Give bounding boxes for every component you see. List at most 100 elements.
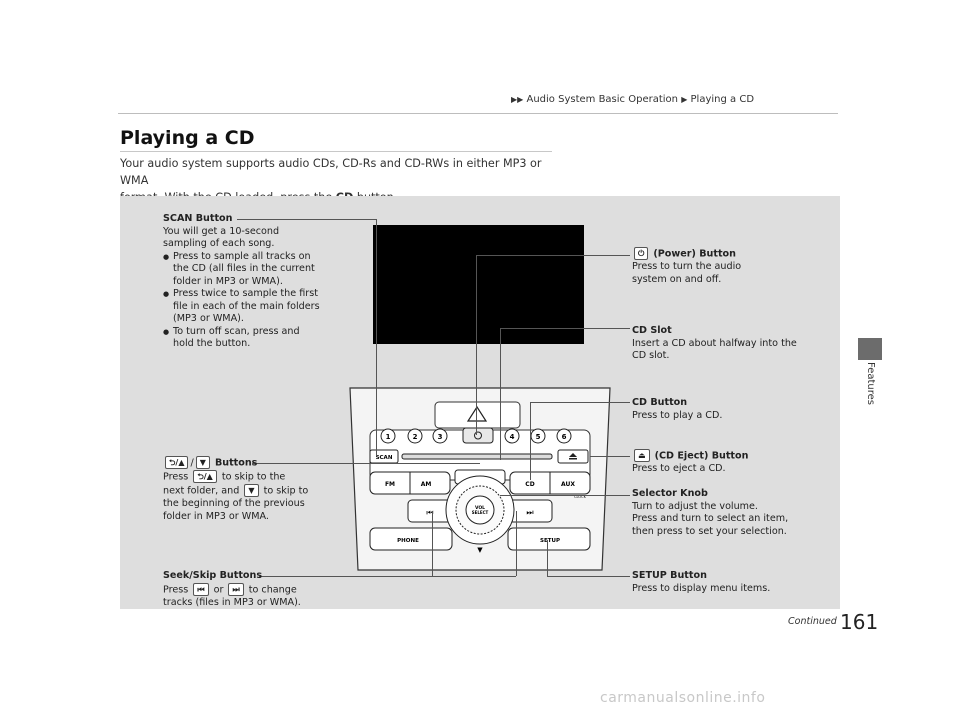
seek-back-icon: ⏮ [426, 508, 433, 517]
setup-callout-title: SETUP Button [632, 570, 707, 581]
audio-unit-illustration: 1 2 3 4 5 6 SCAN FM AM CD AUX CLOCK ⏮ ⏭ … [349, 387, 611, 571]
scan-bullet: To turn off scan, press and hold the but… [163, 326, 323, 351]
folder-callout-text: to skip to the [221, 471, 286, 483]
cd-slot-callout-text: Insert a CD about halfway into the [632, 337, 797, 349]
preset-5-button [530, 428, 546, 444]
skip-forward-icon: ⏭ [228, 582, 244, 596]
power-icon: ⏻ [634, 247, 649, 260]
preset-1-label: 1 [386, 433, 391, 441]
eject-icon [569, 453, 577, 457]
selector-knob-callout-text: then press to set your selection. [632, 525, 787, 537]
intro-line-1: Your audio system supports audio CDs, CD… [120, 157, 542, 187]
preset-3-button [432, 428, 448, 444]
breadcrumb-arrow-icon: ▶ [681, 95, 688, 104]
seek-callout: Seek/Skip Buttons Press ⏮ or ⏭ to change… [163, 570, 328, 609]
seek-callout-title: Seek/Skip Buttons [163, 570, 263, 581]
page-title: Playing a CD [120, 127, 255, 149]
title-divider [120, 151, 552, 152]
seek-callout-text: tracks (files in MP3 or WMA). [163, 596, 301, 608]
scan-label: SCAN [376, 455, 393, 461]
preset-1-button [380, 428, 396, 444]
selector-knob-callout-text: Press and turn to select an item, [632, 513, 789, 524]
cd-slot-callout: CD Slot Insert a CD about halfway into t… [632, 325, 832, 363]
folder-callout-text: the beginning of the previous [163, 498, 305, 509]
clock-label: CLOCK [574, 495, 586, 499]
setup-button [507, 527, 591, 551]
phone-button [369, 527, 453, 551]
power-callout-title: (Power) Button [653, 248, 736, 260]
selector-knob-callout-text: Turn to adjust the volume. [632, 500, 758, 512]
skip-forward-icon: ⏭ [526, 508, 533, 517]
setup-callout-text: Press to display menu items. [632, 582, 771, 594]
display-screen [373, 225, 584, 344]
folder-callout-text: next folder, and [163, 485, 240, 497]
scan-bullet: Press twice to sample the first file in … [163, 288, 323, 326]
folder-callout-text: folder in MP3 or WMA. [163, 510, 269, 522]
cd-slot-callout-title: CD Slot [632, 325, 672, 336]
breadcrumb-page: Playing a CD [690, 94, 755, 105]
preset-4-button [504, 428, 520, 444]
preset-2-label: 2 [413, 433, 418, 441]
power-callout: ⏻ (Power) Button Press to turn the audio… [632, 247, 812, 286]
continued-label: Continued [788, 616, 837, 627]
eject-callout-text: Press to eject a CD. [632, 463, 726, 474]
folder-callout-sep: / [190, 457, 194, 469]
folder-callout: ⮌/▲/▼ Buttons Press ⮌/▲ to skip to the n… [163, 456, 328, 523]
folder-callout-text: to skip to [263, 485, 309, 497]
cd-button-callout-text: Press to play a CD. [632, 409, 723, 421]
folder-callout-title: Buttons [214, 457, 258, 469]
preset-6-label: 6 [562, 433, 567, 441]
scan-callout-list: Press to sample all tracks on the CD (al… [163, 251, 323, 351]
seek-callout-text: Press [163, 584, 189, 595]
vol-label: VOL [475, 505, 485, 511]
side-tab[interactable]: Features [858, 362, 882, 432]
cd-button-callout: CD Button Press to play a CD. [632, 397, 812, 422]
hazard-triangle-icon [466, 405, 488, 422]
selector-knob-callout-title: Selector Knob [632, 488, 708, 499]
am-label: AM [421, 481, 432, 488]
scan-callout: SCAN Button You will get a 10-second sam… [163, 213, 323, 351]
side-tab-label: Features [865, 362, 876, 405]
breadcrumb-section[interactable]: Audio System Basic Operation [526, 94, 679, 105]
breadcrumb: ▶▶ Audio System Basic Operation ▶ Playin… [511, 94, 754, 105]
watermark: carmanualsonline.info [600, 690, 766, 706]
folder-down-icon: ▼ [195, 456, 210, 469]
phone-label: PHONE [397, 538, 419, 544]
selector-knob-callout: Selector Knob Turn to adjust the volume.… [632, 488, 822, 538]
folder-up-icon: ⮌/▲ [165, 456, 189, 469]
eject-callout-title: (CD Eject) Button [654, 450, 749, 462]
breadcrumb-arrow-icon: ▶▶ [511, 95, 524, 104]
cd-slot-callout-text: CD slot. [632, 350, 670, 361]
seek-callout-text: or [213, 584, 224, 595]
setup-label: SETUP [540, 538, 560, 544]
cd-button-label: CD [525, 481, 534, 488]
scan-bullet: Press to sample all tracks on the CD (al… [163, 251, 323, 289]
preset-6-button [556, 428, 572, 444]
seek-callout-text: to change [248, 584, 297, 595]
power-button [462, 427, 494, 444]
power-icon [474, 431, 482, 440]
folder-up-icon: ⮌/▲ [193, 470, 217, 483]
power-callout-text: Press to turn the audio [632, 261, 742, 272]
setup-callout: SETUP Button Press to display menu items… [632, 570, 812, 595]
eject-icon: ⏏ [634, 449, 650, 462]
seek-back-icon: ⏮ [193, 582, 209, 596]
folder-down-icon: ▼ [244, 484, 259, 497]
preset-buttons: 1 2 3 4 5 6 [380, 428, 572, 444]
cd-button-callout-title: CD Button [632, 397, 688, 408]
select-label: SELECT [472, 510, 489, 515]
scan-callout-title: SCAN Button [163, 213, 233, 224]
cd-slot [401, 453, 553, 460]
folder-callout-text: Press [163, 471, 189, 483]
preset-2-button [407, 428, 423, 444]
folder-down-icon: ▼ [477, 546, 483, 554]
fm-label: FM [385, 481, 395, 488]
preset-5-label: 5 [536, 433, 541, 441]
preset-4-label: 4 [510, 433, 515, 441]
power-callout-text: system on and off. [632, 273, 722, 285]
header-divider [118, 113, 838, 114]
aux-label: AUX [561, 481, 575, 488]
preset-3-label: 3 [438, 433, 443, 441]
side-tab-marker [858, 338, 882, 360]
eject-callout: ⏏ (CD Eject) Button Press to eject a CD. [632, 449, 812, 476]
